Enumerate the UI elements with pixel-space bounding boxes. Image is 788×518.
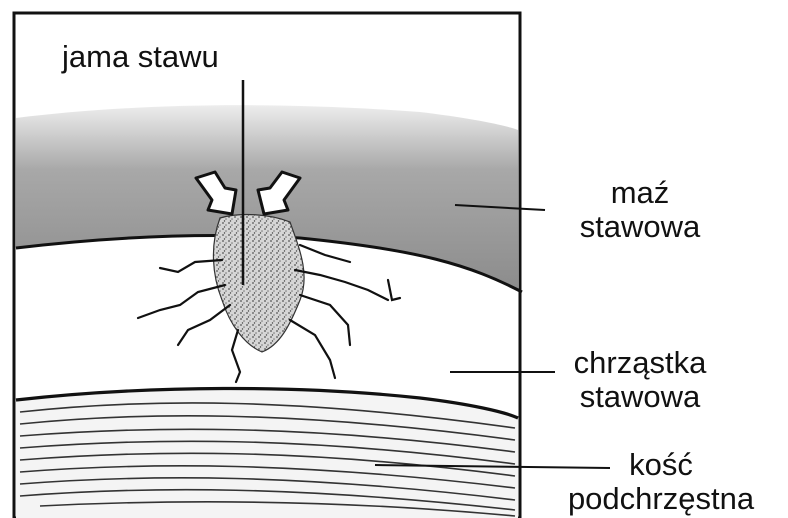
label-articular-cartilage: chrząstka stawowa (540, 346, 740, 414)
label-subchondral-bone: kość podchrzęstna (548, 448, 774, 516)
label-joint-cavity: jama stawu (62, 40, 219, 74)
subchondral-bone-region (16, 388, 518, 518)
label-synovial-fluid: maź stawowa (540, 176, 740, 244)
